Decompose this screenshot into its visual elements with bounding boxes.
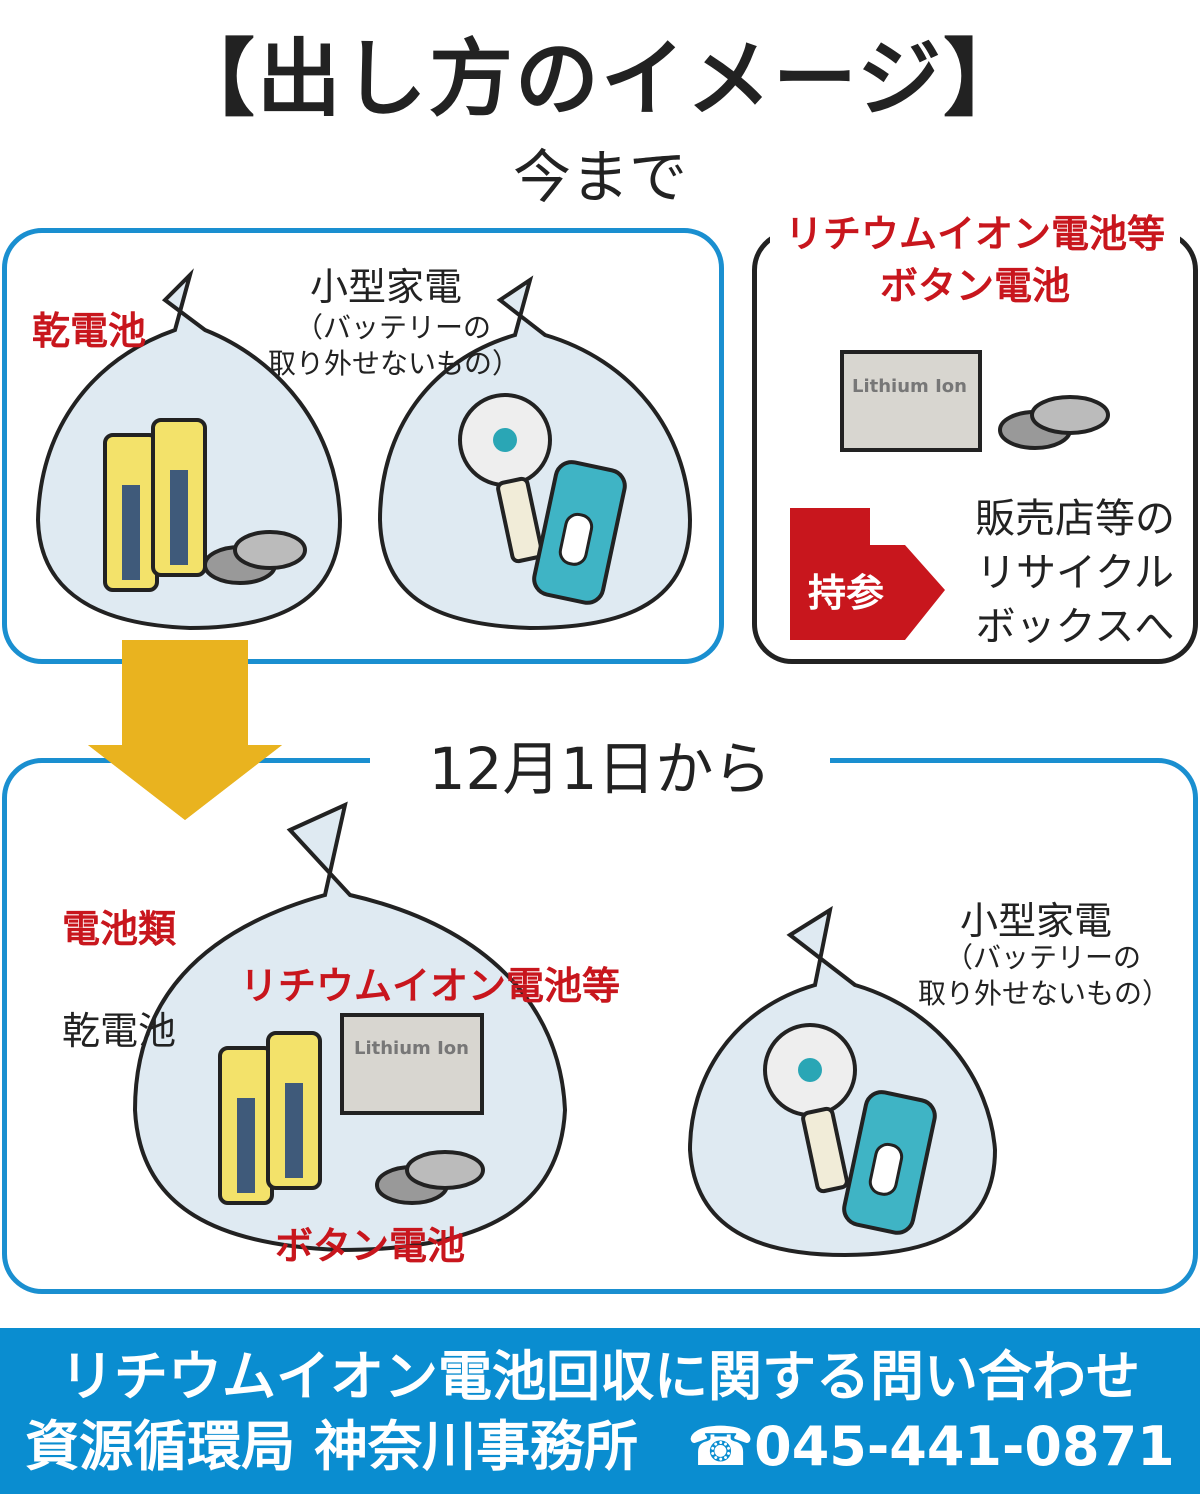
contact-heading: リチウムイオン電池回収に関する問い合わせ	[60, 1345, 1140, 1408]
before-panel	[2, 228, 724, 664]
lithium-ion-text: Lithium Ion	[354, 1038, 469, 1059]
appliance-note: （バッテリーの 取り外せないもの）	[268, 311, 521, 380]
appliance-note: （バッテリーの 取り外せないもの）	[918, 941, 1171, 1010]
dry-battery-icon	[103, 418, 207, 592]
carry-arrow-icon	[790, 508, 945, 640]
button-battery-icon	[998, 395, 1110, 450]
button-battery-icon	[203, 530, 307, 585]
button-battery-label: ボタン電池	[275, 1224, 466, 1268]
appliance-label: 小型家電	[960, 899, 1113, 943]
carry-label: 持参	[808, 571, 885, 615]
dry-battery-label: 乾電池	[32, 309, 147, 353]
dry-battery-icon	[218, 1031, 322, 1205]
appliance-label: 小型家電	[310, 265, 463, 309]
phone-number[interactable]: 045-441-0871	[754, 1415, 1175, 1478]
handheld-fan-icon	[763, 1023, 857, 1194]
special-title: リチウムイオン電池等 ボタン電池	[770, 208, 1180, 312]
after-heading: 12月1日から	[370, 722, 830, 806]
recycle-destination: 販売店等の リサイクル ボックスへ	[975, 496, 1175, 650]
contact-banner: リチウムイオン電池回収に関する問い合わせ 資源循環局 神奈川事務所 ☎045-4…	[0, 1328, 1200, 1494]
dry-battery-label: 乾電池	[62, 1009, 177, 1053]
down-arrow-icon	[88, 640, 282, 820]
shaver-icon	[532, 460, 627, 605]
lithium-ion-battery-icon	[840, 350, 982, 452]
lithium-ion-battery-icon	[340, 1013, 484, 1115]
lithium-label: リチウムイオン電池等	[240, 964, 621, 1008]
battery-category-label: 電池類	[62, 907, 177, 951]
before-heading: 今まで	[480, 130, 720, 214]
button-battery-icon	[375, 1150, 485, 1205]
shaver-icon	[842, 1090, 937, 1235]
telephone-icon: ☎	[686, 1415, 755, 1478]
office-name: 資源循環局 神奈川事務所	[25, 1415, 639, 1478]
contact-office-line: 資源循環局 神奈川事務所 ☎045-441-0871	[0, 1412, 1200, 1482]
handheld-fan-icon	[458, 393, 552, 564]
lithium-ion-text: Lithium Ion	[852, 376, 967, 397]
page-title: 【出し方のイメージ】	[170, 30, 1030, 128]
